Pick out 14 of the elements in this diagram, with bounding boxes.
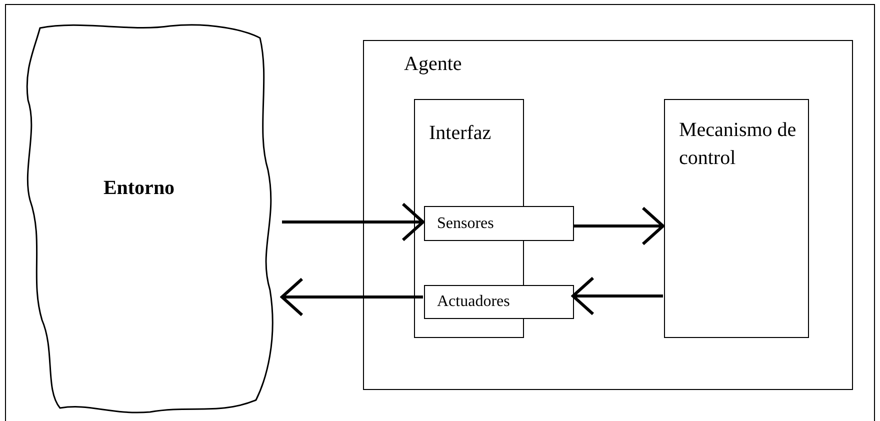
arrow bbox=[282, 202, 424, 242]
control-box bbox=[664, 99, 809, 338]
node-label: Mecanismo de control bbox=[679, 118, 798, 171]
node-label: Agente bbox=[404, 52, 462, 77]
agent-box bbox=[363, 40, 853, 390]
node-label: Actuadores bbox=[437, 292, 510, 312]
sensor-box bbox=[424, 206, 574, 241]
node-label: Sensores bbox=[437, 214, 494, 234]
arrow bbox=[572, 276, 663, 316]
arrow bbox=[573, 206, 664, 246]
node-label: Entorno bbox=[103, 176, 175, 200]
actuator-box bbox=[424, 285, 574, 319]
node-label: Interfaz bbox=[429, 121, 492, 146]
arrow bbox=[280, 278, 423, 316]
